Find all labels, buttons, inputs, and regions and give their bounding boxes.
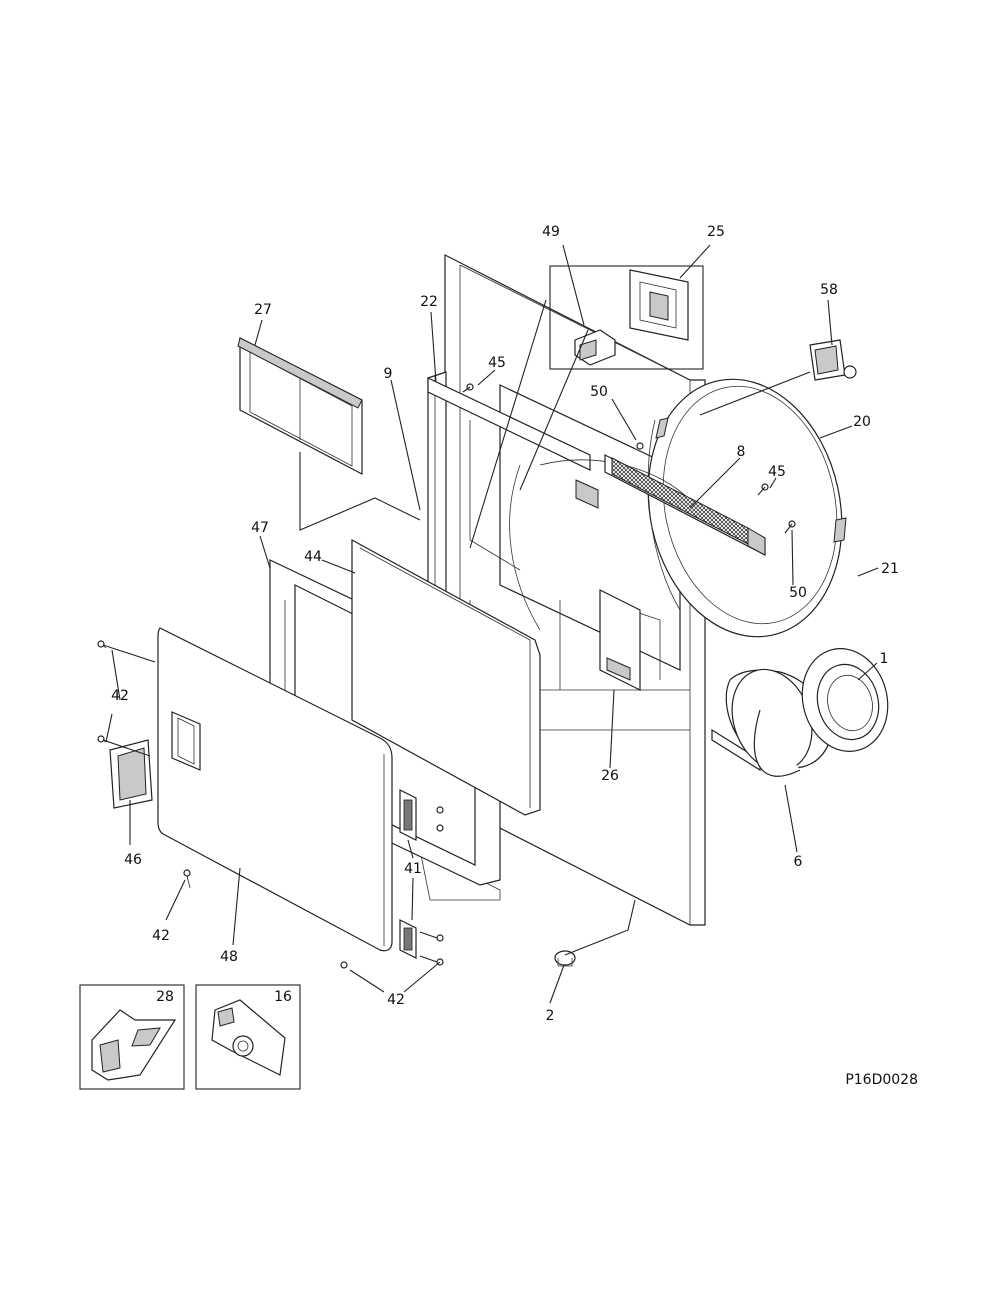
callout-28: 28 [156,989,174,1005]
callout-26: 26 [601,768,619,784]
callout-50-top: 50 [590,384,608,400]
screw-45-right [757,483,769,496]
leveling-foot [554,950,576,967]
callout-27: 27 [254,302,272,318]
callout-42-left: 42 [111,688,129,704]
callout-42-bottom: 42 [387,992,405,1008]
screw-45-top [462,383,474,393]
screw-42-bottom [340,961,348,969]
diagram-code: P16D0028 [845,1072,918,1088]
callout-1: 1 [880,651,889,667]
lint-filter-panel [237,337,363,475]
screw-50-top [636,442,644,450]
inset-box-28 [79,984,185,1090]
door-handle [109,739,153,809]
leader-lines [105,244,879,1004]
screw-50-right [784,520,796,534]
callout-45-right: 45 [768,464,786,480]
callout-47: 47 [251,520,269,536]
callout-44: 44 [304,549,322,565]
callout-58: 58 [820,282,838,298]
alignment-lines [102,299,811,956]
callout-45-top: 45 [488,355,506,371]
callout-labels: 27 22 9 45 49 25 58 50 20 8 45 21 50 1 4… [111,224,899,1024]
callout-21: 21 [881,561,899,577]
callout-20: 20 [853,414,871,430]
callout-22: 22 [420,294,438,310]
screw-42-hinge-a [419,931,444,942]
screws [97,383,796,969]
callout-42-door: 42 [152,928,170,944]
callout-46: 46 [124,852,142,868]
callout-50-right: 50 [789,585,807,601]
callout-9: 9 [384,366,393,382]
callout-6: 6 [794,854,803,870]
screw-42-left-top [97,640,107,649]
callout-48: 48 [220,949,238,965]
callout-16: 16 [274,989,292,1005]
lint-screen-housing [604,454,766,556]
blower-ring [801,648,889,752]
callout-2: 2 [546,1008,555,1024]
inset-box-switch [549,265,704,370]
screw-42-hinge-b [419,955,444,966]
terminal-block [809,339,857,381]
callout-49: 49 [542,224,560,240]
callout-41: 41 [404,861,422,877]
door-hinges [399,789,417,959]
drum [509,378,847,638]
callout-8: 8 [737,444,746,460]
callout-25: 25 [707,224,725,240]
screw-hinge-upper [436,806,444,832]
screw-42-door-bottom [183,869,191,889]
inset-box-16 [195,984,301,1090]
outer-door [157,627,393,952]
